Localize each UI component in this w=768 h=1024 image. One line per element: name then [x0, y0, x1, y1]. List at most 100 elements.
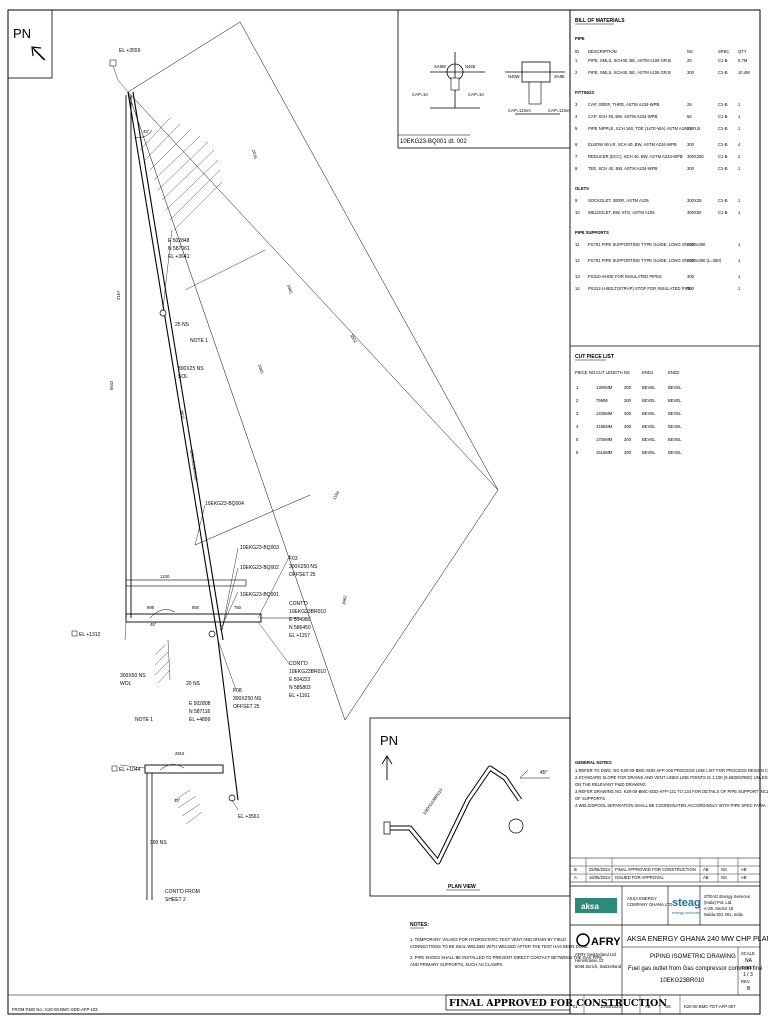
plan-view: PN 45° 10EKG23BR010 PLAN VIEW	[369, 717, 571, 897]
bom-section: FITTINGS	[575, 90, 594, 95]
cut-cell: 300	[624, 398, 632, 403]
drawing-title: 10EKG23BR010	[660, 978, 705, 984]
support-tag: 10EKG23-BQ004	[205, 501, 244, 507]
bom-cell: 25	[687, 126, 692, 131]
cut-cell: 2	[576, 398, 579, 403]
cut-cell: 300	[624, 411, 632, 416]
revision-cell: AB	[703, 875, 709, 880]
bom-cell: 1	[738, 210, 741, 215]
general-note-line: 1.REFER TO DWG. NO K20-00-BMC-SDD-AFP-10…	[575, 768, 768, 773]
elevation-left: EL +1312	[79, 632, 101, 638]
general-note-line: ON THE RELEVANT P&ID DRAWING	[575, 782, 646, 787]
bom-cell: 9	[575, 198, 578, 203]
cut-cell: 1300MM	[596, 385, 613, 390]
aksa-logo	[575, 898, 617, 913]
plan-north-label: PN	[380, 733, 398, 748]
bom-cell: 1	[738, 258, 741, 263]
continuation-label: N 585803	[289, 685, 311, 691]
note-line: 2. PIPE SHOES SHALL BE INSTALLED TO PREV…	[410, 955, 602, 960]
pipe-line-number: 10EKG23BR010	[189, 449, 199, 481]
bom-cell: 2	[738, 154, 741, 159]
dimension: 3345	[257, 364, 265, 375]
consultant-address: STEAG Energy Services	[704, 894, 750, 899]
detail-label: CAP=10	[412, 92, 428, 97]
bom-section: PIPE	[575, 36, 585, 41]
cut-cell: BEVEL	[668, 411, 682, 416]
bom-cell: PIPE, SMLS, SCH40, BE, ASTM A106 GR.B	[588, 58, 671, 63]
bom-cell: CAP, 3000#, THRD, ASTM A234-WPB	[588, 102, 660, 107]
revision-cell: FINAL APPROVED FOR CONSTRUCTION	[615, 867, 696, 872]
bom-cell: 3	[575, 102, 578, 107]
bom-cell: PIPE, SMLS, SCH40, BE, ASTM A106 GR.B	[588, 70, 671, 75]
general-note-line: 4.WELD/SPOOL SEPARATION SHALL BE COORDIN…	[575, 803, 768, 808]
detail-label: CAP=10	[468, 92, 484, 97]
continuation-from: SHEET 2	[165, 897, 186, 903]
bom-cell: C1-B	[718, 102, 728, 107]
cut-cell: BEVEL	[668, 385, 682, 390]
bom-cell: 13	[575, 274, 580, 279]
dimension: 1240	[160, 574, 170, 579]
bom-cell: 14	[575, 286, 580, 291]
bom-cell: 300X50	[687, 210, 702, 215]
note-reference: NOTE 1	[190, 338, 208, 344]
bom-cell: 10	[575, 210, 580, 215]
dimension: 698	[147, 605, 155, 610]
north-label: PN	[13, 26, 31, 41]
note-line: CONNECTIONS TO BE SEAL WELDED WITH WELDE…	[410, 944, 589, 949]
afry-logo-mark	[576, 933, 590, 947]
dimension: 750	[234, 605, 242, 610]
dimension: 5542	[109, 380, 114, 390]
bom-cell: C1-B	[718, 142, 728, 147]
detail-label: SA8W	[434, 64, 446, 69]
size-label: 300X50 NS	[120, 673, 146, 679]
north-arrow: PN	[7, 9, 53, 79]
scale-value: NA	[745, 958, 753, 964]
dimension: 3802	[179, 409, 186, 420]
cut-cell: 300	[624, 450, 632, 455]
bom-head: QTY	[738, 49, 747, 54]
coordinate-elevation: EL +4899	[189, 717, 211, 723]
elevation-bottom: EL +1044	[119, 767, 141, 773]
bom-cell: 1	[738, 286, 741, 291]
bom-cell: 300	[687, 286, 695, 291]
cut-cell: BEVEL	[642, 385, 656, 390]
owner-name: AKSA ENERGY	[627, 896, 657, 901]
drawing-title: Fuel gas outlet from Gas compressor comm…	[628, 966, 763, 972]
cut-cell: 5	[576, 437, 579, 442]
cut-cell: 300	[624, 437, 632, 442]
bom-cell: C1-B	[718, 210, 728, 215]
bom-cell: 300	[687, 166, 695, 171]
aksa-logo-text: aksa	[581, 902, 599, 911]
bom-cell: 50	[687, 114, 692, 119]
continuation-label: CONT'D	[289, 601, 308, 607]
fitting-label: OFFSET 25	[289, 572, 316, 578]
revision-cell: AB	[741, 875, 747, 880]
bom-cell: 1	[738, 166, 741, 171]
bom-cell: 300	[687, 258, 695, 263]
general-notes: GENERAL NOTES: 1.REFER TO DWG. NO K20-00…	[575, 760, 768, 808]
cut-cell: BEVEL	[668, 450, 682, 455]
cut-cell: 1515MM	[596, 450, 613, 455]
isometric-piping	[112, 21, 499, 900]
cut-cell: 300	[624, 424, 632, 429]
continuation-label: EL +1157	[289, 633, 310, 639]
bottom-field: AB	[645, 1004, 651, 1009]
fitting-label: F08	[233, 688, 242, 694]
bom-cell: 25	[687, 102, 692, 107]
note-line: 1. TEMPORARY VALVES FOR HYDROSTATIC TEST…	[410, 937, 566, 942]
coordinate-east: E 502848	[168, 238, 190, 244]
bom-cell: TEE, SCH 40, BW, ASTM A234-WPB	[588, 166, 658, 171]
pid-reference: FROM P&ID No.: K20-00-BMC-SDD-AFP-103	[12, 1007, 98, 1012]
drawing-title: PIPING ISOMETRIC DRAWING	[650, 954, 736, 960]
bom-cell: C1-B	[718, 166, 728, 171]
bom-cell: SOCKOLET, 3000#, ASTM A105	[588, 198, 649, 203]
bom-cell: C1-B	[718, 154, 728, 159]
support-tag: 10EKG23-BQ003	[240, 545, 279, 551]
bom-section: OLETS	[575, 186, 589, 191]
bom-head: ID	[575, 49, 579, 54]
bom-cell: 1	[738, 114, 741, 119]
steag-sub: energy services	[672, 910, 700, 915]
continuation-label: E 504980	[289, 617, 311, 623]
note-line: AND PRIMARY SUPPORTS, SUCH AS CLAMPS.	[410, 962, 503, 967]
angle-label: 45°	[143, 129, 150, 134]
